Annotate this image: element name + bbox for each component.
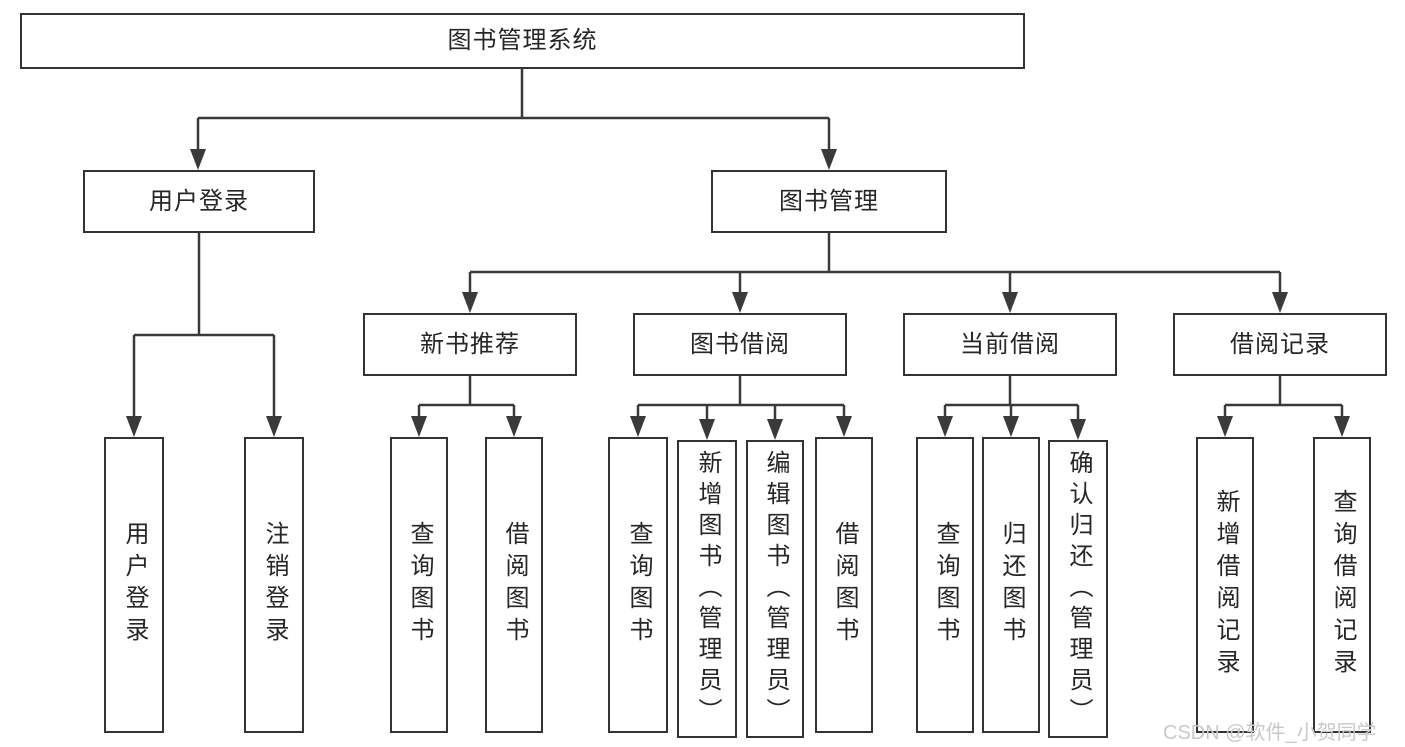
- node-user-login: 用户登录: [83, 170, 315, 233]
- node-root-label: 图书管理系统: [447, 27, 598, 54]
- node-current-borrow: 当前借阅: [903, 313, 1117, 376]
- leaf-current-return-books: 归还图书: [982, 437, 1040, 733]
- node-new-book-recommend: 新书推荐: [363, 313, 577, 376]
- leaf-current-return-books-label: 归还图书: [998, 521, 1025, 649]
- leaf-current-query-books: 查询图书: [916, 437, 974, 733]
- leaf-records-query-record-label: 查询借阅记录: [1329, 489, 1356, 681]
- leaf-logout-label: 注销登录: [261, 521, 288, 649]
- node-book-management: 图书管理: [711, 170, 947, 233]
- watermark: CSDN @软件_小贺同学: [1163, 722, 1377, 744]
- leaf-recommend-query-books-label: 查询图书: [406, 521, 433, 649]
- leaf-user-login-label: 用户登录: [121, 521, 148, 649]
- node-user-login-label: 用户登录: [149, 187, 249, 215]
- leaf-recommend-query-books: 查询图书: [390, 437, 448, 733]
- node-root: 图书管理系统: [20, 13, 1025, 69]
- node-borrow-records-label: 借阅记录: [1230, 330, 1330, 358]
- leaf-recommend-borrow-books-label: 借阅图书: [501, 521, 528, 649]
- node-book-management-label: 图书管理: [779, 187, 879, 215]
- leaf-current-confirm-return-admin-label: 确认归还（管理员）: [1065, 449, 1092, 729]
- leaf-current-query-books-label: 查询图书: [932, 521, 959, 649]
- arrowheads: [126, 149, 1350, 440]
- node-current-borrow-label: 当前借阅: [960, 330, 1060, 358]
- leaf-logout: 注销登录: [244, 437, 304, 733]
- leaf-current-confirm-return-admin: 确认归还（管理员）: [1048, 440, 1108, 738]
- leaf-records-add-record-label: 新增借阅记录: [1212, 489, 1239, 681]
- leaf-borrow-query-books: 查询图书: [608, 437, 668, 733]
- node-new-book-recommend-label: 新书推荐: [420, 330, 520, 358]
- leaf-records-add-record: 新增借阅记录: [1196, 437, 1254, 733]
- leaf-records-query-record: 查询借阅记录: [1313, 437, 1371, 733]
- leaf-borrow-add-books-admin: 新增图书（管理员）: [677, 440, 737, 738]
- leaf-borrow-edit-books-admin-label: 编辑图书（管理员）: [762, 449, 789, 729]
- leaf-borrow-query-books-label: 查询图书: [625, 521, 652, 649]
- node-book-borrow-label: 图书借阅: [690, 330, 790, 358]
- leaf-borrow-borrow-books: 借阅图书: [815, 437, 873, 733]
- node-book-borrow: 图书借阅: [633, 313, 847, 376]
- leaf-recommend-borrow-books: 借阅图书: [485, 437, 543, 733]
- leaf-borrow-borrow-books-label: 借阅图书: [831, 521, 858, 649]
- leaf-borrow-edit-books-admin: 编辑图书（管理员）: [746, 440, 804, 738]
- leaf-borrow-add-books-admin-label: 新增图书（管理员）: [694, 449, 721, 729]
- node-borrow-records: 借阅记录: [1173, 313, 1387, 376]
- leaf-user-login: 用户登录: [104, 437, 164, 733]
